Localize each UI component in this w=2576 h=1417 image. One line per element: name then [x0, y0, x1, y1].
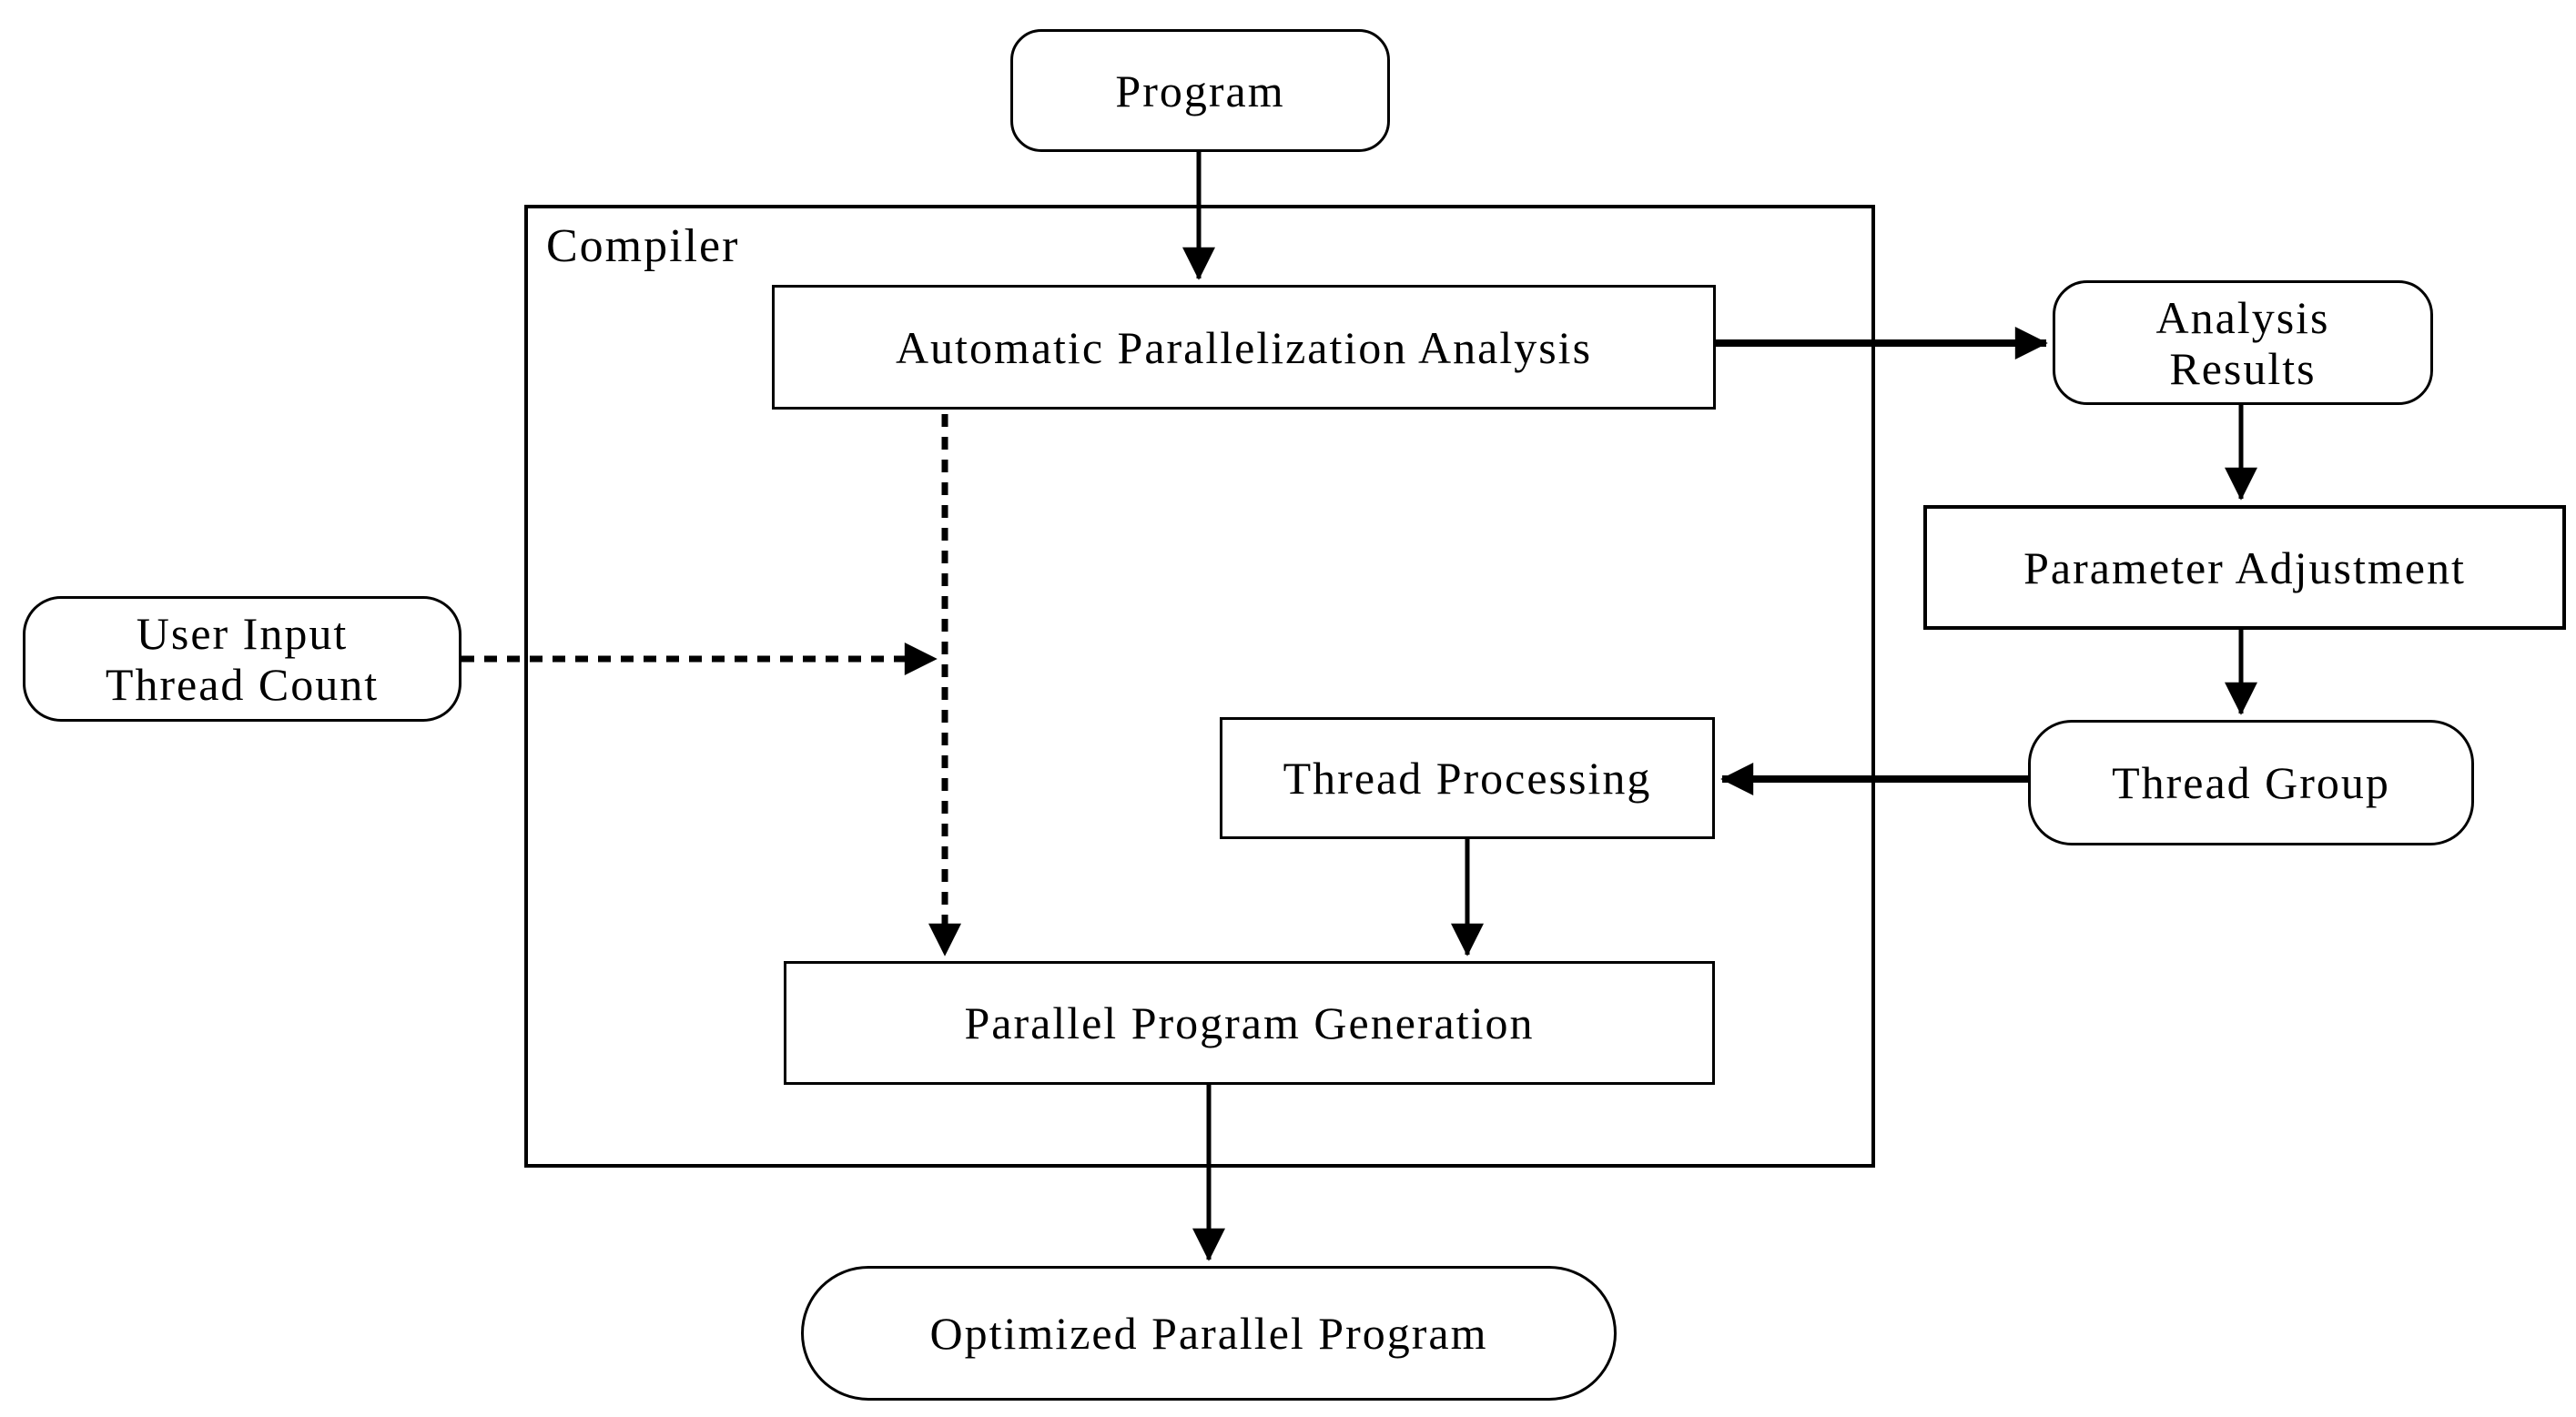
- node-optimized-parallel-program-label: Optimized Parallel Program: [929, 1308, 1488, 1359]
- compiler-container-label: Compiler: [546, 220, 740, 272]
- node-optimized-parallel-program: Optimized Parallel Program: [801, 1266, 1617, 1401]
- node-analysis-results: Analysis Results: [2053, 280, 2433, 405]
- node-thread-group: Thread Group: [2028, 720, 2474, 845]
- node-thread-processing-label: Thread Processing: [1283, 753, 1652, 804]
- node-parallel-program-generation-label: Parallel Program Generation: [964, 997, 1535, 1048]
- node-program: Program: [1010, 29, 1390, 152]
- node-program-label: Program: [1115, 65, 1285, 116]
- node-automatic-parallelization-analysis-label: Automatic Parallelization Analysis: [895, 321, 1593, 373]
- node-analysis-results-line1: Analysis: [2155, 291, 2330, 343]
- node-parameter-adjustment: Parameter Adjustment: [1923, 505, 2566, 630]
- node-thread-processing: Thread Processing: [1220, 717, 1715, 839]
- node-parameter-adjustment-label: Parameter Adjustment: [2023, 541, 2466, 593]
- node-user-input-thread-count-line1: User Input: [136, 608, 349, 659]
- node-user-input-thread-count: User Input Thread Count: [23, 596, 461, 722]
- node-user-input-thread-count-line2: Thread Count: [105, 659, 380, 710]
- node-analysis-results-line2: Results: [2169, 342, 2317, 394]
- node-thread-group-label: Thread Group: [2112, 757, 2390, 808]
- node-parallel-program-generation: Parallel Program Generation: [784, 961, 1715, 1085]
- node-automatic-parallelization-analysis: Automatic Parallelization Analysis: [772, 285, 1716, 410]
